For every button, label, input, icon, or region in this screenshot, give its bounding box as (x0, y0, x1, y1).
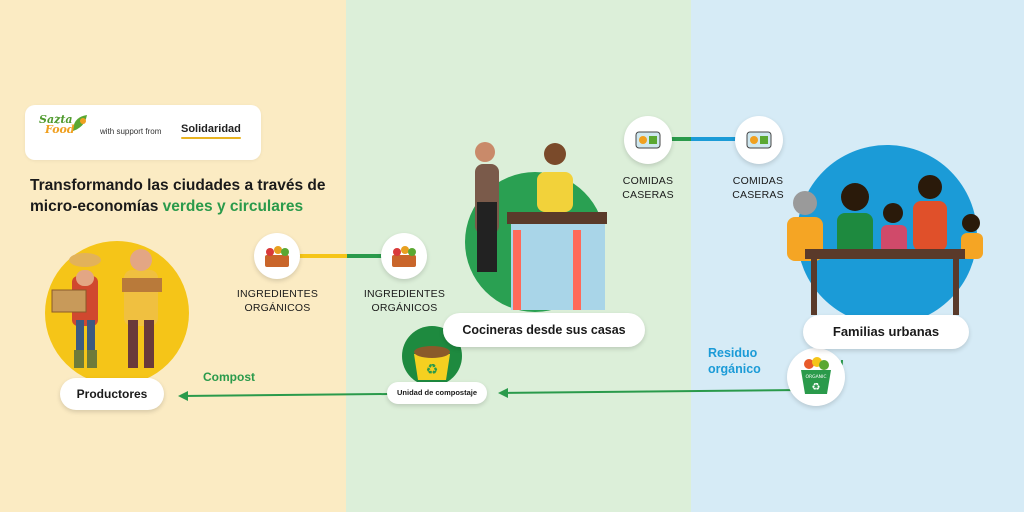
families-node: Familias urbanas (803, 315, 969, 349)
solidaridad-underline (181, 137, 241, 139)
headline-line1: Transformando las ciudades a través de (30, 177, 326, 194)
meal-box-icon-2 (735, 116, 783, 164)
residue-label: Residuo orgánico (708, 346, 761, 376)
cooks-node: Cocineras desde sus casas (443, 313, 645, 347)
svg-text:♻: ♻ (426, 362, 439, 378)
ingredients-label-2: INGREDIENTES ORGÁNICOS (363, 288, 446, 314)
meal-box-icon-1 (624, 116, 672, 164)
headline-plain: micro-economías (30, 198, 163, 215)
ingredients-basket-icon-2 (381, 233, 427, 279)
ingredients-label-1: INGREDIENTES ORGÁNICOS (236, 288, 319, 314)
svg-text:♻: ♻ (812, 382, 821, 393)
headline: Transformando las ciudades a través de m… (30, 175, 340, 217)
producers-node: Productores (60, 378, 164, 410)
families-illustration (787, 145, 983, 325)
residue-arrow-head (498, 388, 508, 398)
ingredients-basket-icon-1 (254, 233, 300, 279)
meals-label-1: COMIDAS CASERAS (622, 175, 674, 201)
compost-label: Compost (203, 370, 255, 384)
solidaridad-logo: Solidaridad (181, 123, 241, 135)
sazta-food-logo: Sazta Food (39, 113, 75, 136)
producers-illustration (45, 241, 189, 385)
logo-card: Sazta Food with support from Solidaridad (25, 105, 261, 160)
compost-arrow (181, 393, 389, 397)
support-text: with support from (100, 127, 162, 136)
organic-bin-text: ORGANIC (805, 374, 826, 380)
meals-label-2: COMIDAS CASERAS (732, 175, 784, 201)
organic-bin-icon: ORGANIC ♻ (787, 348, 845, 406)
compost-unit-label: Unidad de compostaje (387, 382, 487, 404)
headline-highlight: verdes y circulares (162, 198, 304, 215)
compost-arrow-head (178, 391, 188, 401)
headline-line2: micro-economías verdes y circulares (30, 196, 340, 217)
leaf-logo-icon (73, 115, 87, 131)
cooks-illustration (465, 142, 607, 312)
